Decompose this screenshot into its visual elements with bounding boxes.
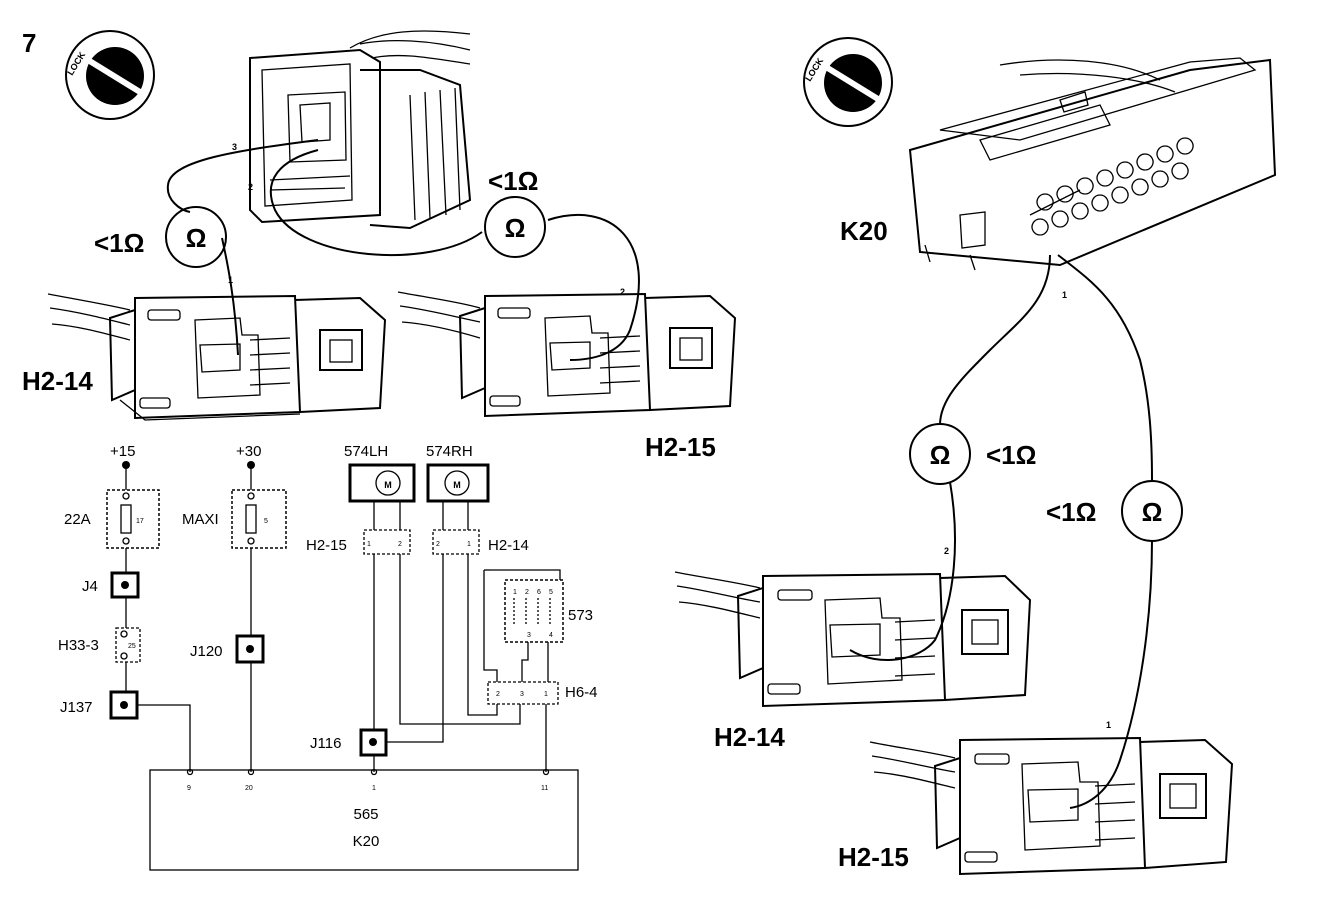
connector-h2-14-illustration [674,571,1032,708]
motor-574lh [348,463,416,503]
ecu-pin: 9 [187,785,191,792]
pin-label: 2 [248,182,253,192]
ohmmeter: Ω [165,206,227,268]
meter-reading: <1Ω [986,440,1037,470]
fuse-number: 5 [264,518,268,525]
pin-number: 3 [527,632,531,639]
meter-reading: <1Ω [94,228,145,258]
meter-reading: <1Ω [1046,497,1097,527]
test-lead [939,254,1051,426]
connector-h2-15-illustration [397,291,737,418]
lock-icon: LOCK [65,30,155,120]
ohmmeter: Ω [1121,480,1183,542]
switch-label: 573 [568,607,593,624]
test-lead [269,149,483,256]
motor-label: 574RH [426,443,473,460]
junction-label: J4 [82,578,98,595]
pin-number: 2 [496,691,500,698]
motor-symbol: M [384,480,392,490]
connector-h6-4 [487,681,559,705]
lock-icon: LOCK [803,37,893,127]
pin-number: 2 [525,589,529,596]
connector-label: H6-4 [565,684,598,701]
plug-connector-illustration [249,30,472,230]
ohm-symbol: Ω [930,440,951,470]
motor-symbol: M [453,480,461,490]
figure-number: 7 [22,28,36,58]
connector-h2-14 [432,529,480,555]
motor-574rh [426,463,490,503]
ecu-pin: 20 [245,785,253,792]
connector-h2-15 [363,529,411,555]
connector-k20-illustration [908,57,1277,271]
motor-icon [375,470,401,496]
ecu-k20 [149,769,579,871]
connector-label: H2-15 [838,842,909,872]
connector-h2-15-illustration [869,736,1234,876]
junction-label: J116 [310,735,341,752]
motor-icon [444,470,470,496]
pin-number: 1 [544,691,548,698]
pin-number: 3 [520,691,524,698]
pin-label: 1 [228,275,233,285]
pin-number: 4 [549,632,553,639]
connector-label: H2-14 [714,722,785,752]
connector-label: K20 [840,216,888,246]
pin-number: 1 [513,589,517,596]
ohm-symbol: Ω [1142,497,1163,527]
pin-label: 1 [1062,290,1067,300]
pin-number: 1 [367,541,371,548]
ohmmeter: Ω [909,423,971,485]
pin-number: 6 [537,589,541,596]
connector-label: H2-14 [22,366,93,396]
junction-label: J120 [190,643,223,660]
ohm-symbol: Ω [186,223,207,253]
meter-reading: <1Ω [488,166,539,196]
pin-number: 25 [128,643,136,650]
fuse-number: 17 [136,518,144,525]
junction-j4 [110,571,140,599]
test-lead [547,214,640,361]
fuse-box [106,489,160,549]
connector-label: H2-14 [488,537,529,554]
test-lead [166,139,319,213]
fuse-icon [120,504,132,534]
ohmmeter: Ω [484,196,546,258]
ecu-number: 565 [353,806,378,823]
junction-label: J137 [60,699,93,716]
pin-number: 1 [467,541,471,548]
pin-label: 2 [944,546,949,556]
pin-number: 2 [436,541,440,548]
wiring-schematic: +15 17 22A J4 25 H33-3 J137 +30 [58,443,598,871]
junction-j120 [235,634,265,664]
ecu-pin: 11 [541,785,548,792]
connector-h2-14-illustration [47,293,387,421]
test-lead [1069,539,1153,809]
connector-label: H2-15 [306,537,347,554]
connector-h33-3 [115,627,141,663]
test-lead [849,481,956,661]
supply-label: +15 [110,443,135,460]
pin-label: 1 [1106,720,1111,730]
fuse-icon [245,504,257,534]
ecu-name: K20 [353,833,380,850]
connector-label: H2-15 [645,432,716,462]
test-lead [1057,254,1153,481]
motor-label: 574LH [344,443,388,460]
fuse-label: 22A [64,511,91,528]
pin-number: 2 [398,541,402,548]
pin-number: 5 [549,589,553,596]
fuse-box [231,489,287,549]
ecu-pin: 1 [372,785,376,792]
supply-label: +30 [236,443,261,460]
pin-label: 2 [620,287,625,297]
fuse-label: MAXI [182,511,219,528]
ohm-symbol: Ω [505,213,526,243]
pin-label: 3 [232,142,237,152]
connector-label: H33-3 [58,637,99,654]
